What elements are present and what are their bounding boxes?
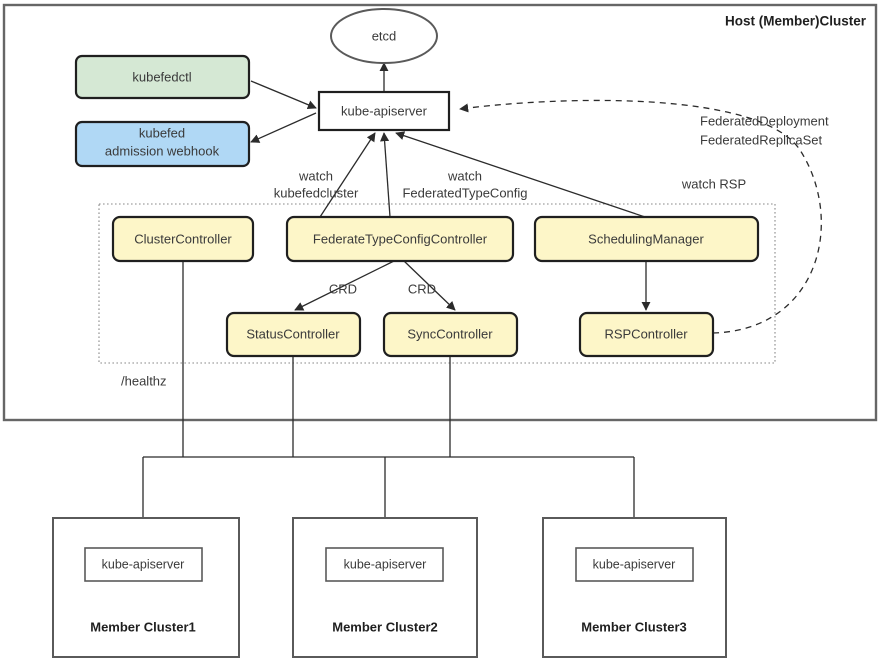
node-federate-type-config-controller[interactable]: FederateTypeConfigController <box>285 215 515 263</box>
member-cluster-3-apiserver-label: kube-apiserver <box>593 557 676 571</box>
edge-label-watch-kubefedcluster-line2: kubefedcluster <box>274 185 359 200</box>
edge-label-federatedreplicaset: FederatedReplicaSet <box>700 132 823 147</box>
link-apiserver-to-webhook <box>250 112 317 143</box>
edge-label-crd-left: CRD <box>329 281 357 296</box>
node-kubefedctl[interactable]: kubefedctl <box>74 54 251 100</box>
link-schedulingmanager-to-apiserver <box>395 131 646 218</box>
node-scheduling-manager[interactable]: SchedulingManager <box>533 215 760 263</box>
etcd-label: etcd <box>372 28 397 43</box>
kubefedctl-label: kubefedctl <box>132 69 191 84</box>
rsp-controller-label: RSPController <box>604 326 688 341</box>
edge-label-watch-federatedtypeconfig-line1: watch <box>447 168 482 183</box>
node-etcd[interactable]: etcd <box>330 8 438 64</box>
edge-label-watch-rsp: watch RSP <box>681 176 746 191</box>
cluster-controller-box <box>111 215 255 263</box>
member-cluster-2-apiserver-label: kube-apiserver <box>344 557 427 571</box>
node-sync-controller[interactable]: SyncController <box>382 311 519 358</box>
kube-apiserver-box <box>317 90 451 132</box>
member-cluster-3[interactable]: kube-apiserver Member Cluster3 <box>542 517 727 658</box>
host-cluster-frame <box>2 3 878 422</box>
edge-label-crd-right: CRD <box>408 281 436 296</box>
federate-type-config-controller-label: FederateTypeConfigController <box>313 231 488 246</box>
host-cluster-title: Host (Member)Cluster <box>725 14 867 29</box>
kubefed-admission-webhook-box <box>74 120 251 168</box>
federate-type-config-controller-box <box>285 215 515 263</box>
sync-controller-label: SyncController <box>407 326 493 341</box>
node-kubefed-admission-webhook[interactable]: kubefed admission webhook <box>74 120 251 168</box>
etcd-ellipse <box>330 8 438 64</box>
member-cluster-3-title: Member Cluster3 <box>581 619 686 634</box>
scheduling-manager-box <box>533 215 760 263</box>
member-cluster-3-frame <box>542 517 727 658</box>
controller-manager-region <box>98 203 776 364</box>
node-rsp-controller[interactable]: RSPController <box>578 311 715 358</box>
scheduling-manager-label: SchedulingManager <box>588 231 704 246</box>
edge-label-watch-federatedtypeconfig-line2: FederatedTypeConfig <box>402 185 527 200</box>
node-cluster-controller[interactable]: ClusterController <box>111 215 255 263</box>
sync-controller-box <box>382 311 519 358</box>
member-cluster-2-title: Member Cluster2 <box>332 619 437 634</box>
link-federatetypeconfig-to-synccontroller <box>403 260 456 311</box>
link-rspcontroller-to-apiserver <box>459 99 822 334</box>
member-cluster-1-frame <box>52 517 240 658</box>
cluster-controller-label: ClusterController <box>134 231 232 246</box>
node-kube-apiserver[interactable]: kube-apiserver <box>317 90 451 132</box>
link-kubefedctl-to-apiserver <box>250 80 317 110</box>
member-cluster-1[interactable]: kube-apiserver Member Cluster1 <box>52 517 240 658</box>
member-cluster-1-apiserver-label: kube-apiserver <box>102 557 185 571</box>
kube-apiserver-label: kube-apiserver <box>341 103 428 118</box>
status-controller-box <box>225 311 362 358</box>
link-clustercontroller-to-apiserver <box>319 132 376 218</box>
member-cluster-1-apiserver-box[interactable] <box>84 547 203 582</box>
edge-label-watch-kubefedcluster-line1: watch <box>298 168 333 183</box>
link-federatetypeconfigcontroller-to-apiserver <box>380 132 391 218</box>
kubefedctl-box <box>74 54 251 100</box>
member-cluster-2-apiserver-box[interactable] <box>325 547 444 582</box>
node-status-controller[interactable]: StatusController <box>225 311 362 358</box>
rsp-controller-box <box>578 311 715 358</box>
edge-label-healthz: /healthz <box>121 373 167 388</box>
member-cluster-2[interactable]: kube-apiserver Member Cluster2 <box>292 517 478 658</box>
status-controller-label: StatusController <box>246 326 340 341</box>
member-cluster-1-title: Member Cluster1 <box>90 619 195 634</box>
link-federatetypeconfig-to-statuscontroller <box>294 260 395 311</box>
member-cluster-3-apiserver-box[interactable] <box>575 547 694 582</box>
kubefed-admission-webhook-label-line2: admission webhook <box>105 143 220 158</box>
member-cluster-2-frame <box>292 517 478 658</box>
kubefed-admission-webhook-label-line1: kubefed <box>139 125 185 140</box>
edge-label-federateddeployment: FederatedDeployment <box>700 113 829 128</box>
